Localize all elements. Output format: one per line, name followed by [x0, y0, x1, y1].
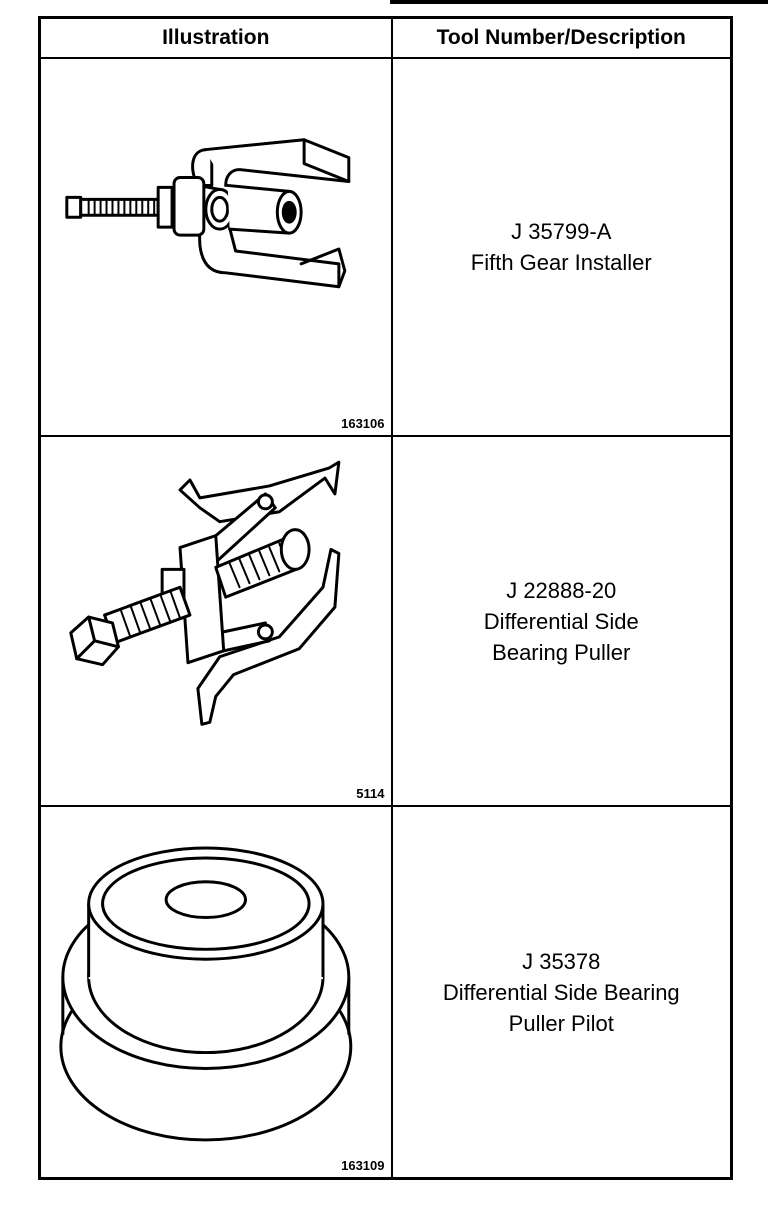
- fifth-gear-installer-illustration: [65, 138, 351, 289]
- table-row: 5114 J 22888-20 Differential Side Bearin…: [38, 435, 733, 807]
- tool-description-cell: J 35799-A Fifth Gear Installer: [390, 57, 733, 437]
- tool-number: J 22888-20: [506, 577, 617, 603]
- table-header-row: Illustration Tool Number/Description: [38, 16, 733, 59]
- puller-pilot-illustration: [59, 846, 353, 1142]
- header-illustration: Illustration: [38, 16, 393, 59]
- tool-number: J 35799-A: [511, 219, 612, 244]
- tool-description-line: Differential Side: [483, 608, 639, 634]
- figure-number: 5114: [356, 786, 385, 801]
- tool-description-line: Puller Pilot: [508, 1010, 614, 1036]
- figure-number: 163106: [341, 416, 385, 431]
- tool-description-line: Bearing Puller: [492, 639, 631, 665]
- tool-number: J 35378: [522, 948, 601, 974]
- header-tool-number: Tool Number/Description: [390, 16, 733, 59]
- tool-description-cell: J 22888-20 Differential Side Bearing Pul…: [390, 435, 733, 807]
- illustration-cell: 163109: [38, 805, 393, 1180]
- top-rule: [390, 0, 768, 4]
- table-row: 163109 J 35378 Differential Side Bearing…: [38, 805, 733, 1180]
- tool-description-line: Differential Side Bearing: [442, 979, 680, 1005]
- illustration-cell: 5114: [38, 435, 393, 807]
- illustration-cell: 163106: [38, 57, 393, 437]
- tool-description-line: Fifth Gear Installer: [470, 250, 652, 275]
- bearing-puller-illustration: [69, 460, 341, 726]
- figure-number: 163109: [341, 1158, 385, 1173]
- special-tools-table: Illustration Tool Number/Description: [38, 16, 733, 1180]
- table-row: 163106 J 35799-A Fifth Gear Installer: [38, 57, 733, 437]
- tool-description-cell: J 35378 Differential Side Bearing Puller…: [390, 805, 733, 1180]
